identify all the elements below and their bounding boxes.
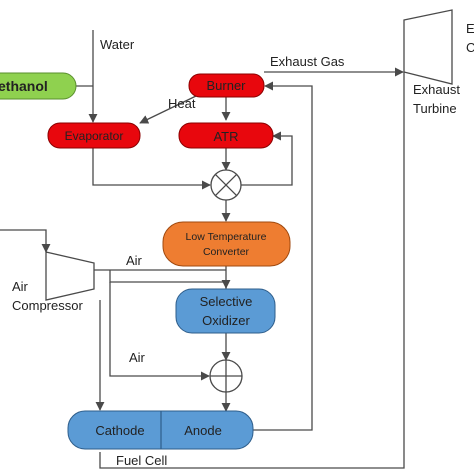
so-label-line1: Selective: [200, 294, 253, 309]
selective-oxidizer-node: [175, 288, 276, 334]
atr-node: [178, 122, 274, 149]
heat-line: [139, 95, 197, 124]
air-inlet-line: [0, 229, 51, 253]
burner-label: Burner: [206, 78, 246, 93]
ltc-node: [162, 221, 291, 267]
ethanol-label: ethanol: [0, 78, 48, 94]
evaporator-mixer-line: [92, 148, 211, 190]
exhaust-gas-label: Exhaust Gas: [270, 54, 345, 69]
mixer-atr-recycle-line: [241, 131, 293, 186]
air-bottom-line: [109, 282, 210, 381]
anode-label: Anode: [184, 423, 222, 438]
mixer-cross-symbol: [210, 169, 242, 201]
anode-offgas-line: [252, 81, 313, 431]
ethanol-node: [0, 72, 77, 100]
air-bottom-label: Air: [129, 350, 146, 365]
exhaust-turbine-symbol: [403, 9, 453, 85]
mixer-plus-symbol: [209, 359, 243, 393]
atr-label: ATR: [213, 129, 238, 144]
water-label: Water: [100, 37, 135, 52]
exhaust-turbine-label-line2: Turbine: [413, 101, 457, 116]
air-so-line: [109, 270, 231, 289]
heat-label: Heat: [168, 96, 196, 111]
fuel-cell-label: Fuel Cell: [116, 453, 167, 468]
evaporator-node: [47, 122, 141, 149]
cathode-label: Cathode: [95, 423, 144, 438]
burner-node: [188, 73, 265, 98]
air-compressor-label-line1: Air: [12, 279, 29, 294]
ltc-label-line2: Converter: [203, 246, 250, 258]
turbine-outlet-line: [99, 72, 405, 469]
air-compressor-symbol: [45, 251, 95, 301]
ltc-label-line1: Low Temperature: [186, 231, 267, 243]
cut-off-label-c: C: [466, 40, 474, 55]
air-top-label: Air: [126, 253, 143, 268]
cut-off-label-e: E: [466, 21, 474, 36]
evaporator-label: Evaporator: [65, 129, 124, 143]
exhaust-turbine-label-line1: Exhaust: [413, 82, 460, 97]
so-label-line2: Oxidizer: [202, 313, 250, 328]
air-compressor-label-line2: Compressor: [12, 298, 83, 313]
